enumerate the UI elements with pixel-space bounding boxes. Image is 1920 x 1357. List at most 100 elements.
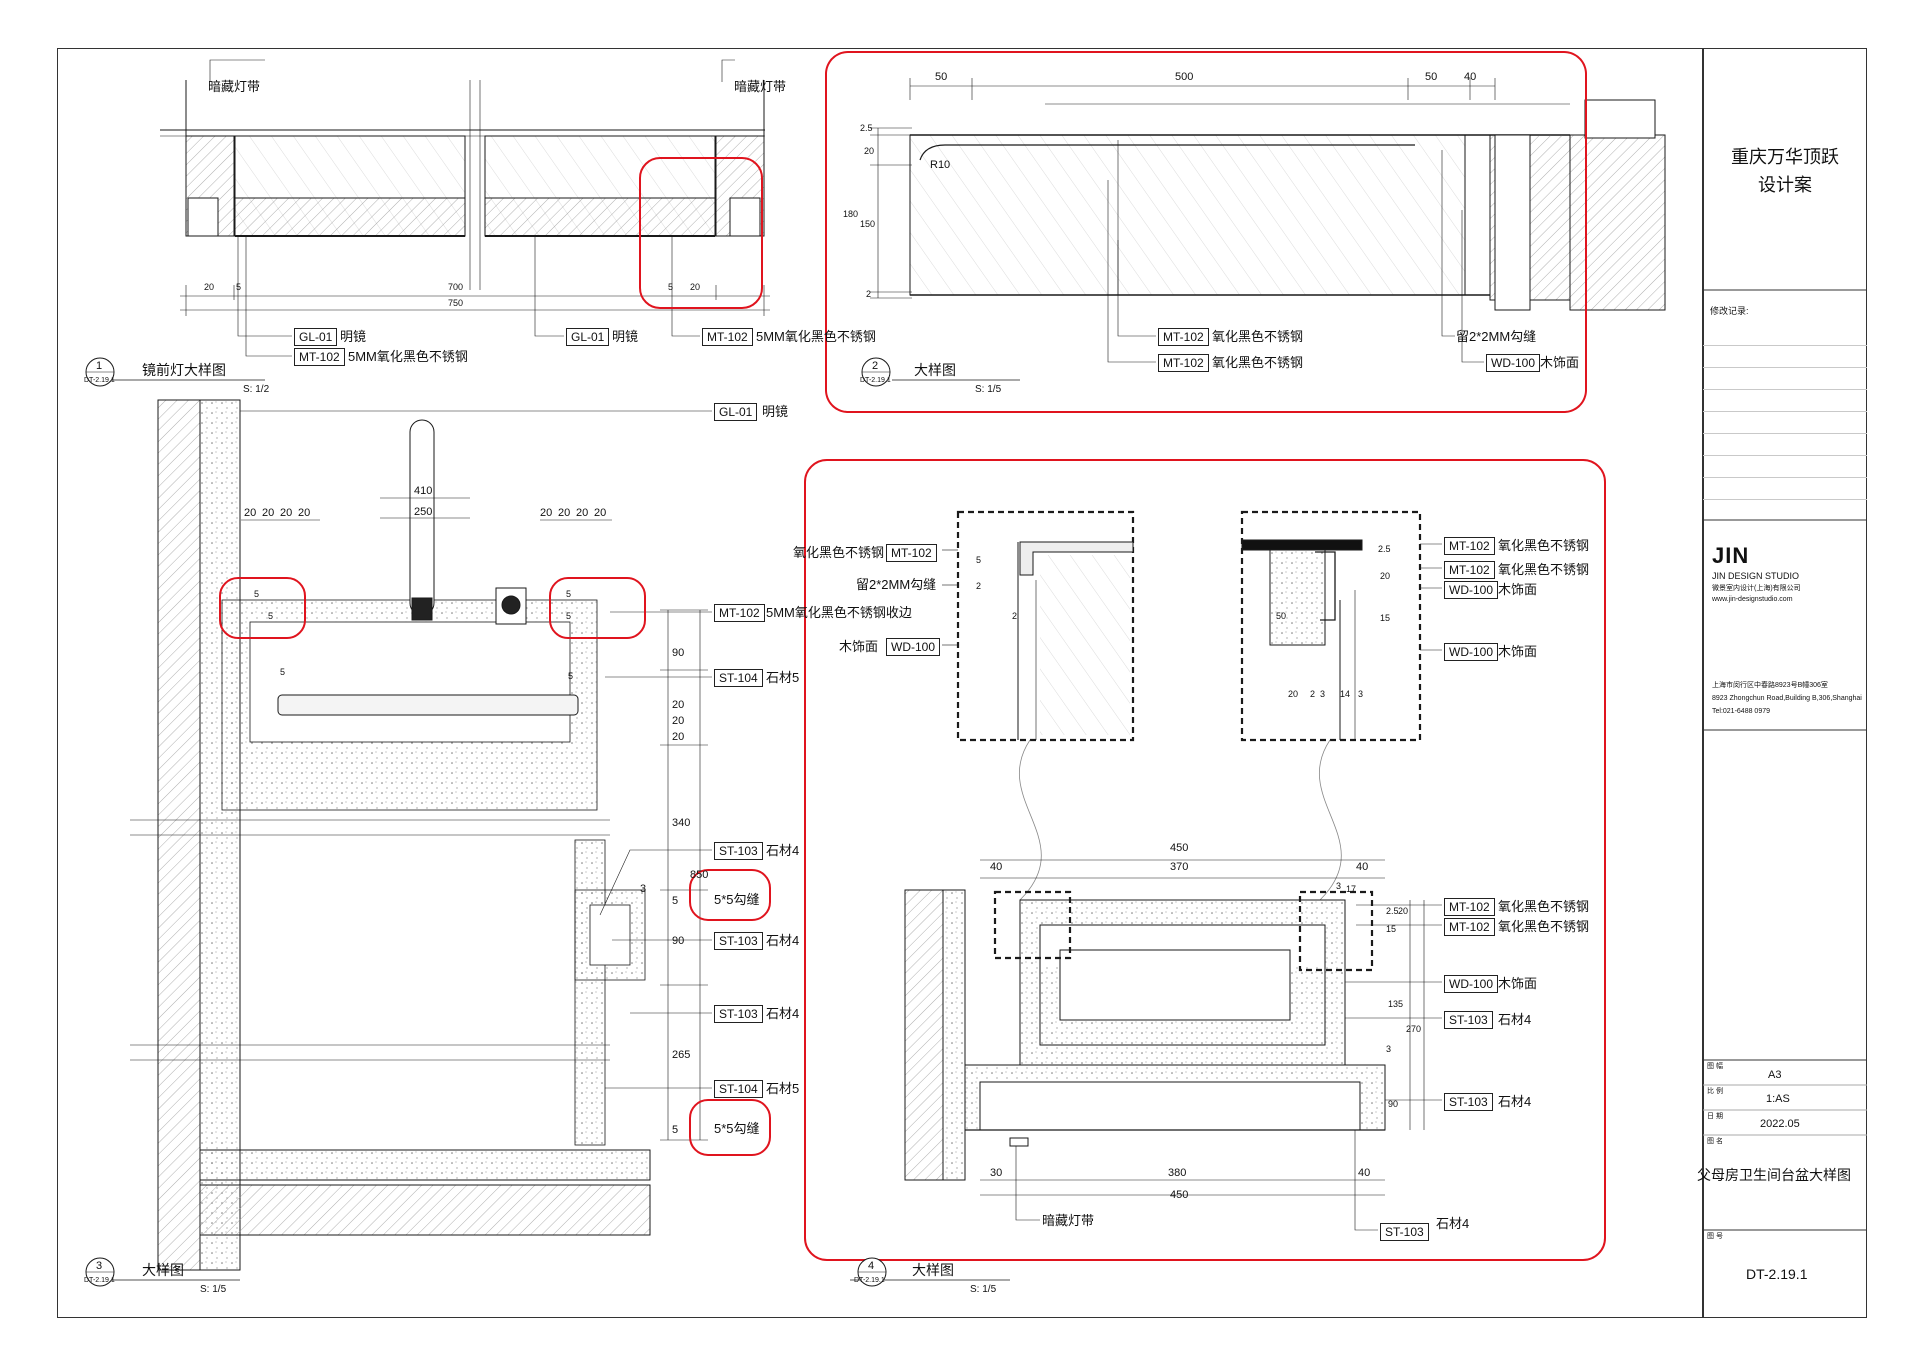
material-desc: 明镜 <box>340 329 367 344</box>
dimension-label: 250 <box>414 506 433 518</box>
joint-note: 留2*2MM勾缝 <box>1456 329 1537 344</box>
view-number: 3 <box>96 1260 103 1272</box>
dimension-label: 2 <box>1012 611 1018 621</box>
view-scale: S: 1/5 <box>970 1284 997 1295</box>
material-desc: 5MM氧化黑色不锈钢 <box>756 329 876 344</box>
material-desc: 氧化黑色不锈钢 <box>1498 919 1590 934</box>
material-tag: MT-102 <box>886 544 937 562</box>
dimension-label: 14 <box>1340 689 1351 699</box>
dimension-label: 50 <box>1425 71 1438 83</box>
material-tag: ST-104 <box>714 1080 763 1098</box>
dimension-label: 20 <box>594 507 607 519</box>
material-tag: MT-102 <box>1444 898 1495 916</box>
revision-row <box>1703 369 1867 390</box>
revision-clouds <box>219 51 1606 1261</box>
material-desc: 石材5 <box>766 1081 800 1096</box>
dimension-label: 150 <box>860 219 876 229</box>
title-block-lines <box>1703 289 1867 1231</box>
dimension-label: 5 <box>568 671 574 681</box>
sheet-border <box>57 48 1703 1318</box>
view3-drawing <box>92 399 712 1281</box>
material-tag: MT-102 <box>702 328 753 346</box>
dimension-label: 2 <box>866 289 872 299</box>
dimension-label: 5 <box>280 667 286 677</box>
material-tag: WD-100 <box>886 638 941 656</box>
radius-label: R10 <box>930 159 951 171</box>
dimension-label: 2 <box>1310 689 1316 699</box>
material-desc: 木饰面 <box>1498 644 1538 659</box>
view-number: 4 <box>868 1260 875 1272</box>
material-desc: 木饰面 <box>1498 582 1538 597</box>
dimension-label: 500 <box>1175 71 1194 83</box>
joint-note: 5*5勾缝 <box>714 892 760 907</box>
dimension-label: 380 <box>1168 1167 1187 1179</box>
dimension-label: 5 <box>566 611 572 621</box>
dimension-label: 265 <box>672 1049 691 1061</box>
material-tag: MT-102 <box>1158 354 1209 372</box>
revision-row <box>1703 435 1867 456</box>
material-desc: 石材4 <box>766 1006 800 1021</box>
view-markers <box>85 357 891 1287</box>
dimension-label: 20 <box>576 507 589 519</box>
dimension-label: 700 <box>448 282 464 292</box>
dimension-label: 40 <box>990 861 1003 873</box>
dimension-label: 5 <box>672 1124 679 1136</box>
dimension-label: 370 <box>1170 861 1189 873</box>
drawing-no-label: 图 号 <box>1707 1233 1723 1240</box>
dimension-label: 3 <box>640 883 647 895</box>
view-title: 大样图 <box>914 362 956 378</box>
dimension-label: 90 <box>672 935 685 947</box>
dimension-label: 40 <box>1464 71 1477 83</box>
revision-row <box>1703 325 1867 346</box>
material-desc: 氧化黑色不锈钢 <box>1498 899 1590 914</box>
dimension-label: 30 <box>990 1167 1003 1179</box>
material-tag: MT-102 <box>294 348 345 366</box>
studio-address-cn: 上海市闵行区中春路8923号B幢306室 <box>1712 682 1828 689</box>
view-number: 2 <box>872 360 879 372</box>
dimension-label: 20 <box>262 507 275 519</box>
dimension-label: 20 <box>280 507 293 519</box>
material-tag: ST-103 <box>714 932 763 950</box>
material-desc: 石材4 <box>766 933 800 948</box>
material-desc: 氧化黑色不锈钢 <box>1498 538 1590 553</box>
scale-label: 比 例 <box>1707 1088 1723 1095</box>
dimension-label: 3 <box>1358 689 1364 699</box>
studio-website: www.jin-designstudio.com <box>1712 596 1793 603</box>
dimension-label: 20 <box>558 507 571 519</box>
dimension-label: 2.5 <box>860 123 873 133</box>
revision-label: 修改记录: <box>1710 306 1749 316</box>
material-desc: 石材4 <box>1498 1012 1532 1027</box>
material-desc: 氧化黑色不锈钢 <box>1212 355 1304 370</box>
dimension-label: 3 <box>1320 689 1326 699</box>
project-name-line1: 重庆万华顶跃 <box>1731 147 1839 167</box>
dimension-label: 410 <box>414 485 433 497</box>
dimension-label: 15 <box>1380 613 1391 623</box>
dimension-label: 5 <box>976 555 982 565</box>
material-tag: WD-100 <box>1444 581 1499 599</box>
material-desc: 明镜 <box>762 404 789 419</box>
material-tag: ST-103 <box>1444 1011 1493 1029</box>
dimension-label: 20 <box>1398 906 1409 916</box>
dimension-label: 850 <box>690 869 709 881</box>
dimension-label: 50 <box>1276 611 1287 621</box>
view4-drawing <box>850 510 1442 1281</box>
material-tag: ST-104 <box>714 669 763 687</box>
material-desc: 5MM氧化黑色不锈钢 <box>348 349 468 364</box>
dimension-label: 90 <box>672 647 685 659</box>
project-name-line2: 设计案 <box>1758 175 1812 195</box>
dimension-label: 5 <box>268 611 274 621</box>
dimension-label: 20 <box>298 507 311 519</box>
studio-name: JIN DESIGN STUDIO <box>1712 571 1800 581</box>
dimension-label: 750 <box>448 298 464 308</box>
dimension-label: 20 <box>690 282 701 292</box>
dimension-label: 450 <box>1170 1189 1189 1201</box>
material-tag: ST-103 <box>714 842 763 860</box>
dimension-label: 20 <box>1380 571 1391 581</box>
studio-address-en: 8923 Zhongchun Road,Building B,306,Shang… <box>1712 695 1862 702</box>
material-tag: WD-100 <box>1486 354 1541 372</box>
view-title: 大样图 <box>142 1262 184 1278</box>
material-desc: 木饰面 <box>839 639 879 654</box>
view1-drawing <box>92 59 770 381</box>
view-scale: S: 1/5 <box>200 1284 227 1295</box>
